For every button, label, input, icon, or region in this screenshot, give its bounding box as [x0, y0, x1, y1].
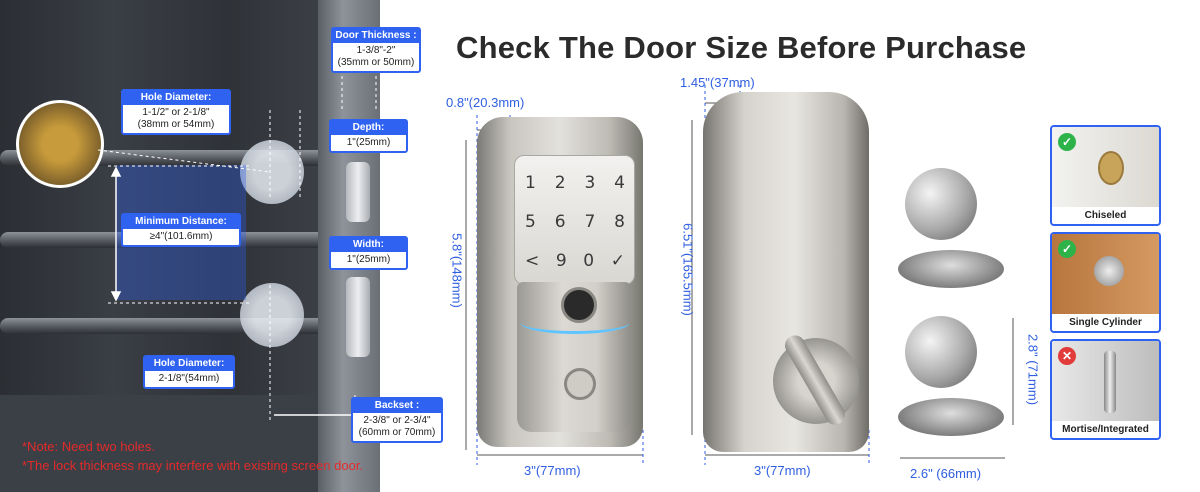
callout-label: Hole Diameter:	[145, 357, 233, 371]
knob-rose	[898, 250, 1004, 288]
callout-value-line1: 2-3/8" or 2-3/4"	[363, 415, 431, 426]
callout-value: 1-3/8"-2"(35mm or 50mm)	[333, 43, 419, 71]
door-thickness-callout: Door Thickness : 1-3/8"-2"(35mm or 50mm)	[331, 27, 421, 73]
key-6: 6	[554, 212, 566, 232]
door-type-card-mortise: ✕ Mortise/Integrated	[1050, 339, 1161, 440]
door-type-card-chiseled: ✓ Chiseled	[1050, 125, 1161, 226]
backset-callout: Backset : 2-3/8" or 2-3/4"(60mm or 70mm)	[351, 397, 443, 443]
callout-label: Door Thickness :	[333, 29, 419, 43]
latch-zoom-detail	[16, 100, 104, 188]
callout-value: 1-1/2" or 2-1/8"(38mm or 54mm)	[123, 105, 229, 133]
callout-value-line2: (38mm or 54mm)	[137, 119, 215, 130]
width-callout: Width: 1"(25mm)	[329, 236, 408, 270]
check-icon: ✓	[1058, 240, 1076, 258]
dim-side-height: 6.51"(165.5mm)	[680, 223, 696, 316]
dim-front-height: 5.8"(148mm)	[449, 233, 465, 308]
callout-value: 1"(25mm)	[346, 137, 391, 148]
key-7: 7	[584, 212, 596, 232]
key-9: 9	[555, 251, 567, 271]
keyhole-icon	[564, 368, 596, 400]
lower-bore-hole	[240, 283, 304, 347]
dim-knob-width: 2.6" (66mm)	[910, 466, 982, 481]
chisel-hole	[1098, 151, 1124, 185]
callout-label: Depth:	[331, 121, 406, 135]
check-icon: ✓	[1058, 133, 1076, 151]
key-confirm: ✓	[610, 251, 625, 271]
keypad-row: 5 6 7 8	[525, 212, 625, 232]
callout-value-line1: 1-3/8"-2"	[356, 45, 396, 56]
callout-value-line2: (35mm or 50mm)	[337, 57, 415, 68]
callout-label: Minimum Distance:	[123, 215, 239, 229]
callout-label: Hole Diameter:	[123, 91, 229, 105]
keypad-row: < 9 0 ✓	[525, 251, 625, 271]
callout-value-line1: 1-1/2" or 2-1/8"	[142, 107, 210, 118]
minimum-distance-callout: Minimum Distance: ≥4"(101.6mm)	[121, 213, 241, 247]
depth-callout: Depth: 1"(25mm)	[329, 119, 408, 153]
dim-side-depth: 1.45"(37mm)	[680, 75, 755, 90]
cross-icon: ✕	[1058, 347, 1076, 365]
note-screen-door: *The lock thickness may interfere with e…	[22, 458, 364, 473]
callout-value: 1"(25mm)	[346, 254, 391, 265]
mortise-door-image: ✕	[1052, 341, 1159, 421]
callout-value: 2-3/8" or 2-3/4"(60mm or 70mm)	[353, 413, 441, 441]
strike-plate	[346, 162, 370, 222]
keypad-panel: 1 2 3 4 5 6 7 8 < 9 0 ✓	[514, 155, 635, 285]
door-type-label: Single Cylinder	[1069, 317, 1142, 328]
mortise-plate	[1104, 351, 1116, 413]
keypad-row: 1 2 3 4	[525, 173, 625, 193]
knob-rose	[898, 398, 1004, 436]
note-two-holes: *Note: Need two holes.	[22, 439, 155, 454]
callout-value: 2-1/8"(54mm)	[158, 373, 220, 384]
hole-diameter-bottom-callout: Hole Diameter: 2-1/8"(54mm)	[143, 355, 235, 389]
upper-bore-hole	[240, 140, 304, 204]
door-knob	[905, 168, 977, 240]
cylinder-lock	[1094, 256, 1124, 286]
key-8: 8	[614, 212, 625, 232]
single-cylinder-image: ✓	[1052, 234, 1159, 314]
key-4: 4	[614, 173, 625, 193]
callout-label: Width:	[331, 238, 406, 252]
key-0: 0	[583, 251, 595, 271]
key-back: <	[525, 251, 540, 271]
key-3: 3	[584, 173, 596, 193]
fingerprint-sensor-icon	[561, 287, 597, 323]
callout-value: ≥4"(101.6mm)	[149, 231, 213, 242]
key-2: 2	[554, 173, 566, 193]
key-1: 1	[525, 173, 536, 193]
door-photo	[0, 0, 380, 492]
dim-side-width: 3"(77mm)	[754, 463, 811, 478]
door-panel	[0, 395, 330, 492]
latch-plate	[346, 277, 370, 357]
dim-knob-height: 2.8" (71mm)	[1025, 333, 1041, 406]
door-type-card-single-cylinder: ✓ Single Cylinder	[1050, 232, 1161, 333]
led-indicator	[520, 311, 630, 334]
dim-front-width: 3"(77mm)	[524, 463, 581, 478]
door-type-label: Mortise/Integrated	[1062, 424, 1149, 435]
door-type-label: Chiseled	[1084, 210, 1127, 221]
chiseled-door-image: ✓	[1052, 127, 1159, 207]
callout-label: Backset :	[353, 399, 441, 413]
door-knob	[905, 316, 977, 388]
key-5: 5	[525, 212, 536, 232]
callout-value-line2: (60mm or 70mm)	[358, 427, 436, 438]
page-title: Check The Door Size Before Purchase	[456, 30, 1027, 65]
dim-front-depth: 0.8"(20.3mm)	[446, 95, 525, 110]
hole-diameter-top-callout: Hole Diameter: 1-1/2" or 2-1/8"(38mm or …	[121, 89, 231, 135]
